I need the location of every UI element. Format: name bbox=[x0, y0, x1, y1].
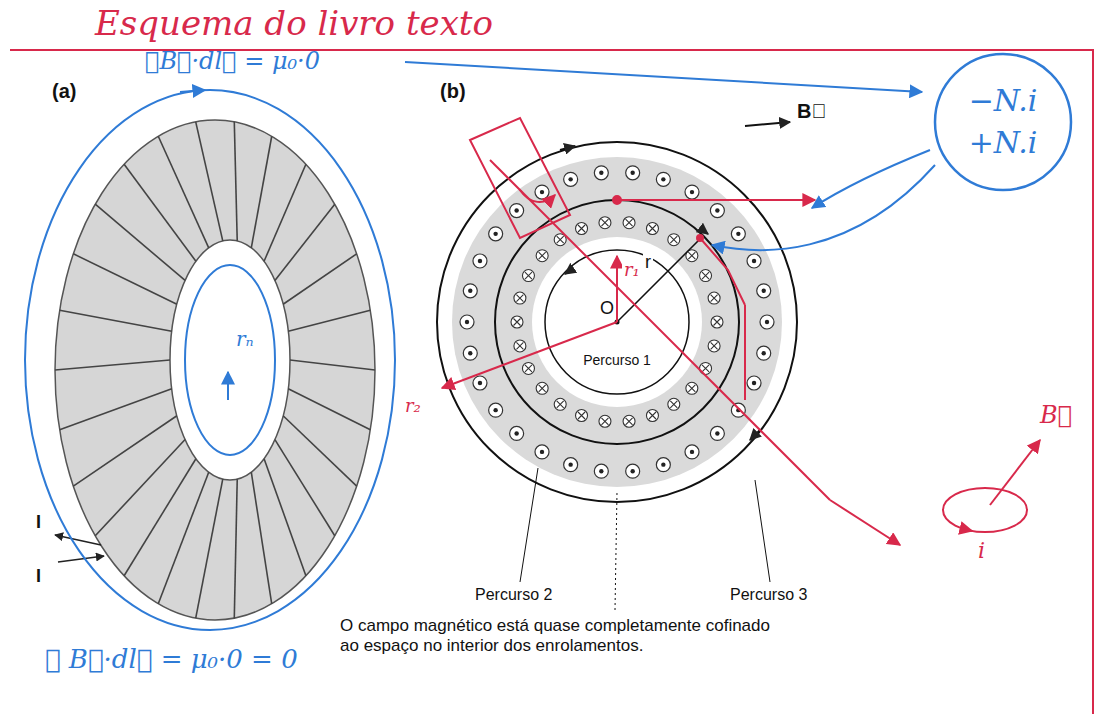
path-label: Percurso 2 bbox=[475, 586, 552, 604]
amperian-loop bbox=[185, 265, 275, 455]
leader-line bbox=[755, 480, 770, 582]
toroid-figure bbox=[55, 120, 375, 620]
handwritten-current: i bbox=[978, 538, 985, 563]
leader-line bbox=[615, 492, 617, 610]
field-label: B⃗ bbox=[797, 100, 826, 123]
amperian-loop bbox=[25, 90, 395, 630]
handwritten-field: B⃗ bbox=[1040, 402, 1072, 430]
path-label: Percurso 3 bbox=[730, 586, 807, 604]
panel-label: (b) bbox=[440, 80, 466, 103]
figure-caption: O campo magnético está quase completamen… bbox=[340, 616, 780, 655]
blue-annotation bbox=[405, 62, 935, 250]
leader-line bbox=[520, 468, 538, 582]
loop-arrow bbox=[180, 90, 205, 92]
center-label: O bbox=[598, 298, 616, 319]
handwritten-radius: r₁ bbox=[622, 260, 642, 281]
radius-label: r bbox=[643, 252, 653, 273]
handwritten-title: Esquema do livro texto bbox=[95, 4, 493, 43]
radius-arrow bbox=[227, 372, 229, 400]
handwritten-radius: r₂ bbox=[405, 396, 421, 417]
frame-line bbox=[10, 50, 1093, 714]
current-label: I bbox=[36, 566, 41, 587]
annotation-circle: −N.i+N.i bbox=[933, 52, 1073, 192]
current-label: I bbox=[36, 512, 41, 533]
handwritten-equation: ∮ B⃗·dl⃗ = μ₀·0 = 0 bbox=[45, 645, 298, 675]
handwritten-radius: rₙ bbox=[236, 328, 254, 351]
path-label: Percurso 1 bbox=[581, 352, 653, 368]
handwritten-equation: ∮B⃗·dl⃗ = μ₀·0 bbox=[145, 48, 320, 76]
handwritten-term: −N.i bbox=[969, 80, 1038, 122]
red-annotation bbox=[442, 118, 900, 545]
circle-outline bbox=[933, 52, 1073, 192]
handwritten-term: +N.i bbox=[969, 122, 1038, 164]
current-loop bbox=[943, 440, 1040, 532]
panel-label: (a) bbox=[52, 80, 76, 103]
